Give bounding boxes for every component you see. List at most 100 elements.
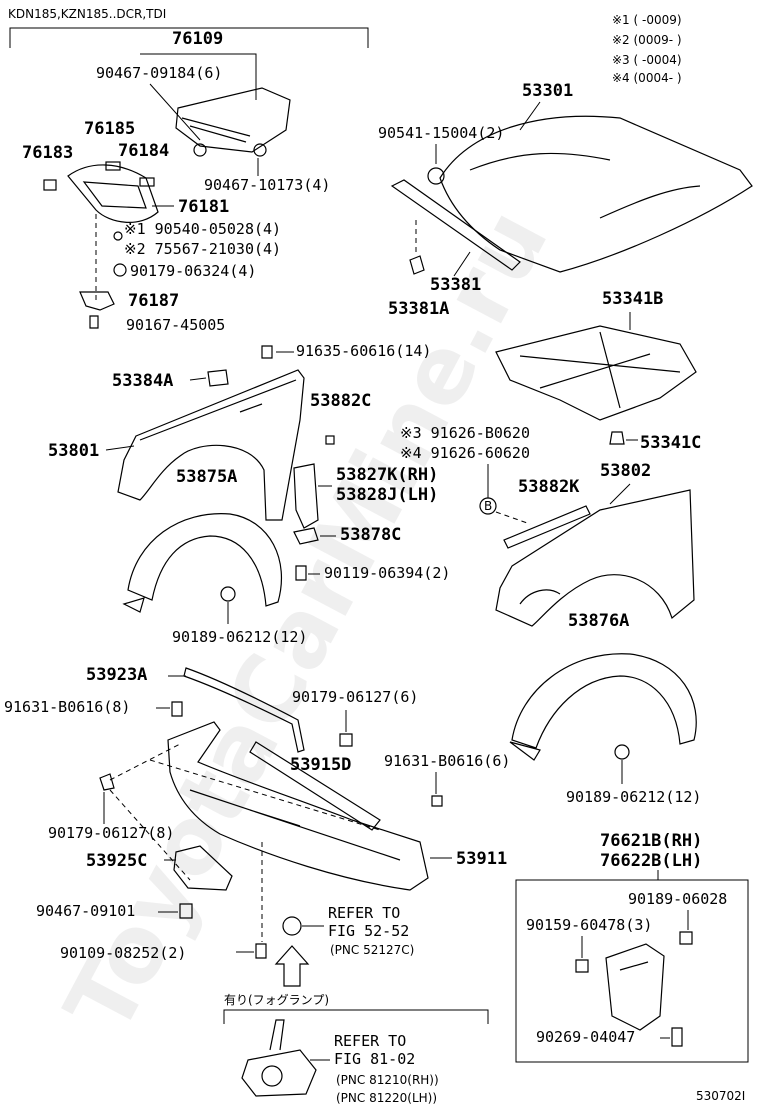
emblem-76184 xyxy=(139,177,155,187)
bolt-90167 xyxy=(89,315,99,329)
note-4: ※4 (0004- ) xyxy=(612,71,682,85)
model-codes: KDN185,KZN185..DCR,TDI xyxy=(8,7,166,21)
refer-2-line2: FIG 81-02 xyxy=(334,1050,415,1068)
label-76621B: 76621B(RH) xyxy=(600,831,702,851)
label-53878C: 53878C xyxy=(340,525,401,545)
label-53827K: 53827K(RH) xyxy=(336,465,438,485)
fog-lamp-81210 xyxy=(241,1019,317,1097)
label-90467-09101: 90467-09101 xyxy=(36,902,135,920)
refer-2-line4: (PNC 81220(LH)) xyxy=(336,1091,437,1105)
emblem-76185 xyxy=(105,161,121,171)
fog-lamp-note: 有り(フォグランプ) xyxy=(224,993,329,1007)
label-53915D: 53915D xyxy=(290,755,351,775)
bolt-91631-8 xyxy=(171,701,183,717)
fog-lamp-cover-ref xyxy=(282,916,302,936)
clip-53341C xyxy=(609,431,625,445)
bolt-90119 xyxy=(295,565,307,581)
label-53882K: 53882K xyxy=(518,477,580,497)
label-53341C: 53341C xyxy=(640,433,701,453)
note-3: ※3 ( -0004) xyxy=(612,53,682,67)
note-1: ※1 ( -0009) xyxy=(612,13,682,27)
label-90541-15004: 90541-15004(2) xyxy=(378,124,504,142)
label-53802: 53802 xyxy=(600,461,651,481)
leader-53381 xyxy=(453,251,471,277)
label-90109-08252: 90109-08252(2) xyxy=(60,944,186,962)
label-53801: 53801 xyxy=(48,441,99,461)
fender-bracket-53827K xyxy=(293,463,319,529)
label-53875A: 53875A xyxy=(176,467,237,487)
fender-liner-53875A xyxy=(122,513,282,613)
seal-53384A xyxy=(207,369,229,387)
label-91626-60620: ※4 91626-60620 xyxy=(400,444,530,462)
label-90167-45005: 90167-45005 xyxy=(126,316,225,334)
label-90179-06127-8: 90179-06127(8) xyxy=(48,824,174,842)
fender-liner-53876A xyxy=(509,653,697,761)
hood-seal-53381 xyxy=(390,179,521,271)
label-91626-B0620: ※3 91626-B0620 xyxy=(400,424,530,442)
label-53301: 53301 xyxy=(522,81,573,101)
leader-90467-09184 xyxy=(149,83,201,141)
hood-scoop-duct xyxy=(175,87,291,153)
watermark: ToyotaCarMine.ru xyxy=(45,192,569,1050)
label-91635-60616: 91635-60616(14) xyxy=(296,342,431,360)
leader-53801 xyxy=(105,445,135,451)
model-bracket xyxy=(9,27,369,48)
label-53911: 53911 xyxy=(456,849,507,869)
fender-53802 xyxy=(495,489,695,627)
clip-90540 xyxy=(113,231,123,241)
grommet-90467-10173 xyxy=(253,143,267,157)
bracket-76187 xyxy=(79,291,115,311)
clip-90189-right xyxy=(614,744,630,760)
hood-scoop-76181 xyxy=(67,164,159,223)
label-53925C: 53925C xyxy=(86,851,147,871)
clip-90179-06127-6 xyxy=(339,733,353,747)
label-76187: 76187 xyxy=(128,291,179,311)
label-76181: 76181 xyxy=(178,197,229,217)
label-53381A: 53381A xyxy=(388,299,449,319)
refer-1-line1: REFER TO xyxy=(328,904,400,922)
refer-2-line3: (PNC 81210(RH)) xyxy=(336,1073,439,1087)
clip-90467-09101 xyxy=(179,903,193,919)
label-76185: 76185 xyxy=(84,119,135,139)
bolt-91635 xyxy=(261,345,273,359)
fog-lamp-bracket xyxy=(223,1009,489,1024)
screw-90159 xyxy=(575,959,589,973)
leader-53301 xyxy=(519,101,541,131)
label-91631-B0616-8: 91631-B0616(8) xyxy=(4,698,130,716)
mudflap-box xyxy=(515,879,749,1063)
label-76622B: 76622B(LH) xyxy=(600,851,702,871)
bumper-90541 xyxy=(427,167,445,185)
emblem-76183 xyxy=(43,179,57,191)
dash-ref-b xyxy=(495,511,531,525)
bracket-53925C xyxy=(173,845,233,891)
label-90159-60478: 90159-60478(3) xyxy=(526,916,652,934)
label-90467-10173: 90467-10173(4) xyxy=(204,176,330,194)
label-90179-06127-6: 90179-06127(6) xyxy=(292,688,418,706)
arrow-up-fog xyxy=(274,945,310,987)
refer-1-line2: FIG 52-52 xyxy=(328,922,409,940)
leader-76109 xyxy=(140,53,257,100)
label-53876A: 53876A xyxy=(568,611,629,631)
label-53882C: 53882C xyxy=(310,391,371,411)
label-90269-04047: 90269-04047 xyxy=(536,1028,635,1046)
ref-b-letter: B xyxy=(484,499,492,513)
bumper-cover-53911 xyxy=(167,721,429,891)
leader-53802 xyxy=(609,483,631,505)
fender-53801 xyxy=(117,369,305,521)
label-76184: 76184 xyxy=(118,141,169,161)
label-91631-B0616-6: 91631-B0616(6) xyxy=(384,752,510,770)
figure-number: 530702I xyxy=(696,1089,745,1103)
label-90189-06028: 90189-06028 xyxy=(628,890,727,908)
bolt-91631-6 xyxy=(431,795,443,807)
reinforcement-53915D xyxy=(249,741,381,831)
clip-90189-06028 xyxy=(679,931,693,945)
label-75567-21030: ※2 75567-21030(4) xyxy=(124,240,281,258)
label-53384A: 53384A xyxy=(112,371,173,391)
label-53828J: 53828J(LH) xyxy=(336,485,438,505)
label-53381: 53381 xyxy=(430,275,481,295)
label-90189-06212-right: 90189-06212(12) xyxy=(566,788,701,806)
label-53923A: 53923A xyxy=(86,665,147,685)
refer-1-line3: (PNC 52127C) xyxy=(330,943,414,957)
clip-90179-06127-8 xyxy=(99,773,115,791)
